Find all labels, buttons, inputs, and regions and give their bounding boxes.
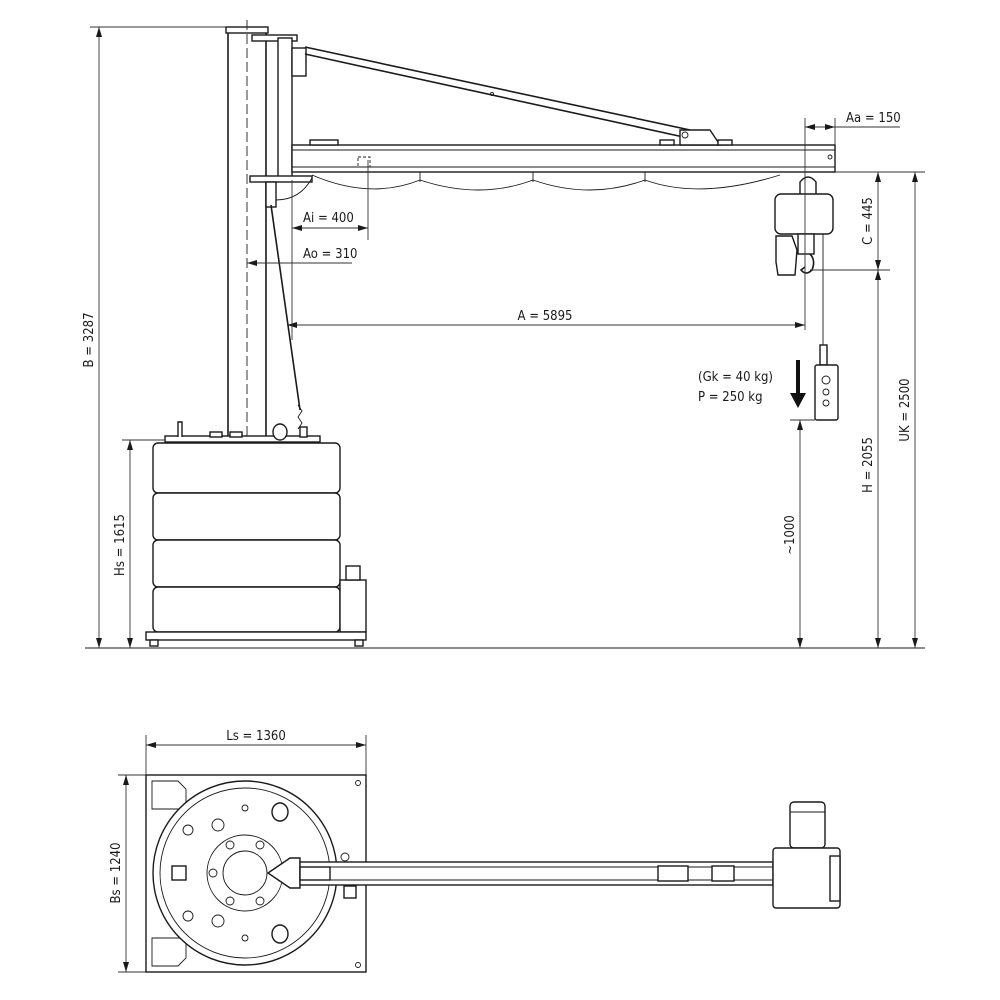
jib-arm-plan [266,852,774,889]
dim-Ls: Ls = 1360 [226,729,286,744]
jib-arm [249,34,836,208]
column [225,20,269,445]
slewing-rope [270,204,301,411]
load-arrow-icon [790,360,806,408]
rope-hook [297,404,303,430]
plan-view: Ls = 1360 Bs = 1240 [109,729,841,973]
hoist-plan [772,801,841,909]
dim-Aa: Aa = 150 [846,111,901,126]
dim-hook-low: ~1000 [783,515,798,555]
dim-C: C = 445 [861,197,876,245]
own-weight-label: (Gk = 40 kg) [698,370,773,385]
dim-Bs: Bs = 1240 [109,842,124,903]
dimension-lines [90,26,925,648]
counterweight-base [145,421,367,647]
dim-B: B = 3287 [82,312,97,367]
dim-UK: UK = 2500 [898,378,913,441]
chain-hoist [774,176,839,421]
dim-A: A = 5895 [518,309,573,324]
payload-label: P = 250 kg [698,390,763,405]
dim-Ao: Ao = 310 [303,247,357,262]
pendant-control [814,364,839,421]
side-view: (Gk = 40 kg) P = 250 kg [82,20,925,649]
dim-Ai: Ai = 400 [303,211,354,226]
dim-H: H = 2055 [861,437,876,493]
dim-Hs: Hs = 1615 [113,514,128,576]
